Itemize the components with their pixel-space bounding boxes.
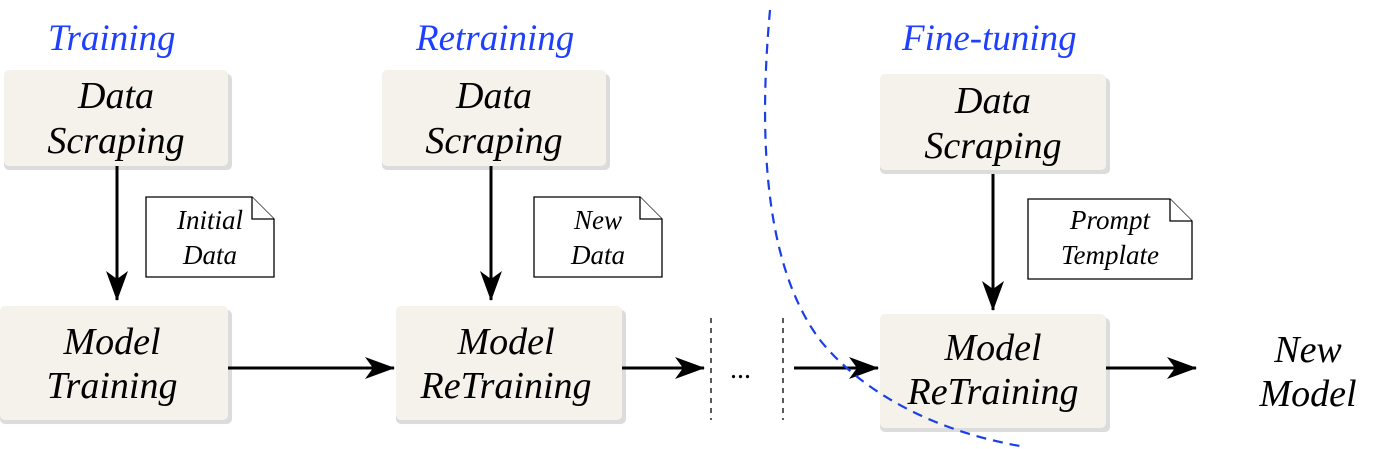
box-line: Data bbox=[77, 75, 154, 117]
section-title-training: Training bbox=[48, 18, 176, 59]
doc-initial-data: Initial Data bbox=[145, 196, 275, 278]
box-line: Scraping bbox=[47, 120, 184, 162]
box-line: ReTraining bbox=[419, 365, 591, 407]
ellipsis: ... bbox=[730, 354, 751, 385]
doc-line: Template bbox=[1061, 240, 1159, 270]
box-line: Data bbox=[954, 80, 1031, 122]
box-line: Model bbox=[62, 321, 160, 363]
data-scraping-box-retraining: Data Scraping bbox=[382, 70, 610, 170]
finetuning-boundary-curve bbox=[763, 9, 1021, 448]
doc-line: Data bbox=[570, 240, 625, 270]
doc-line: Initial bbox=[176, 205, 243, 235]
box-line: Model bbox=[456, 321, 554, 363]
section-title-finetuning: Fine-tuning bbox=[901, 18, 1077, 59]
box-line: Scraping bbox=[924, 125, 1061, 167]
data-scraping-box-training: Data Scraping bbox=[4, 70, 232, 170]
model-retraining-box: Model ReTraining bbox=[396, 306, 626, 424]
data-scraping-box-finetuning: Data Scraping bbox=[880, 74, 1110, 174]
section-title-retraining: Retraining bbox=[415, 18, 574, 59]
model-finetuning-box: Model ReTraining bbox=[880, 314, 1110, 432]
box-line: Model bbox=[943, 327, 1041, 369]
model-training-box: Model Training bbox=[0, 306, 232, 424]
doc-line: Prompt bbox=[1069, 205, 1151, 235]
box-line: ReTraining bbox=[906, 371, 1078, 413]
doc-new-data: New Data bbox=[533, 196, 663, 278]
doc-line: Data bbox=[182, 240, 237, 270]
output-line: New bbox=[1273, 329, 1342, 371]
doc-prompt-template: Prompt Template bbox=[1027, 198, 1193, 280]
box-line: Data bbox=[455, 75, 532, 117]
doc-line: New bbox=[573, 205, 622, 235]
box-line: Scraping bbox=[425, 120, 562, 162]
output-line: Model bbox=[1258, 373, 1356, 415]
box-line: Training bbox=[47, 365, 178, 407]
